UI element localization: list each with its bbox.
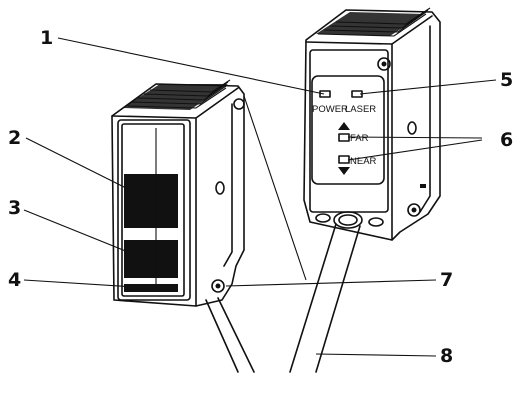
left-mount-hole-bottom — [211, 279, 225, 293]
callout-8: 8 — [440, 345, 453, 367]
leader-lines — [23, 37, 497, 357]
receiver-lens — [124, 240, 178, 278]
indicator-panel — [311, 75, 385, 185]
left-side-hole — [215, 181, 225, 195]
right-rear-face — [309, 49, 389, 213]
callout-6: 6 — [500, 129, 513, 151]
right-side-hole — [407, 121, 417, 135]
emitter-lens — [124, 174, 178, 228]
right-cable — [289, 223, 361, 373]
callout-7: 7 — [440, 269, 453, 291]
near-arrow-icon — [338, 167, 350, 175]
left-mount-hole-top — [233, 98, 245, 110]
callout-1: 1 — [40, 27, 53, 49]
right-sensor: POWER LASER FAR NEAR — [289, 7, 441, 373]
far-button[interactable] — [338, 133, 350, 142]
callout-5: 5 — [500, 69, 513, 91]
right-mount-hole-top — [377, 57, 391, 71]
near-button[interactable] — [338, 155, 350, 164]
callout-2: 2 — [8, 127, 21, 149]
right-body-outline — [303, 9, 441, 241]
far-label: FAR — [350, 133, 369, 144]
power-label: POWER — [312, 104, 348, 115]
power-led — [319, 90, 331, 98]
left-sensor — [111, 79, 255, 373]
cable-gland — [333, 211, 363, 229]
left-front-face — [117, 119, 191, 301]
left-cable — [205, 297, 255, 373]
callout-3: 3 — [8, 197, 21, 219]
callout-4: 4 — [8, 269, 21, 291]
callout-numbers: 1 2 3 4 5 6 7 8 — [8, 27, 513, 367]
laser-label: LASER — [345, 104, 376, 115]
right-mount-hole-bottom — [407, 203, 421, 217]
far-arrow-icon — [338, 122, 350, 130]
near-label: NEAR — [350, 156, 377, 167]
